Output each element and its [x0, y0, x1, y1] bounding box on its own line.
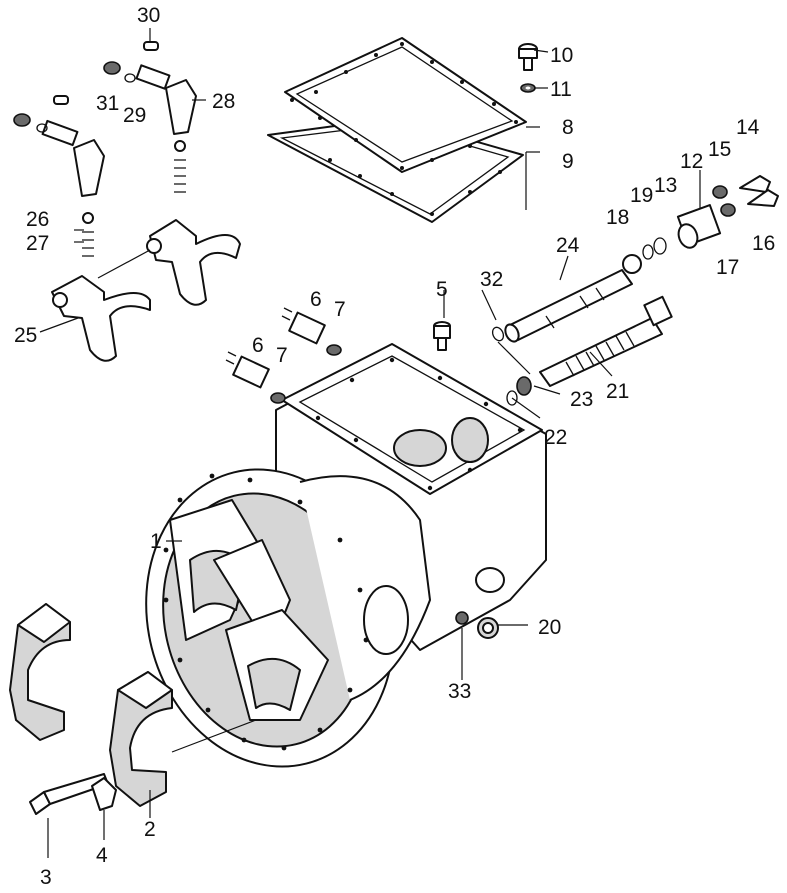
callout-16: 16 [752, 232, 775, 255]
callout-18: 18 [606, 206, 629, 229]
callout-25: 25 [14, 324, 37, 347]
plug [433, 321, 451, 351]
callout-13: 13 [654, 174, 677, 197]
callout-7b: 7 [276, 344, 288, 367]
callout-1: 1 [150, 530, 162, 553]
callout-26: 26 [26, 208, 49, 231]
callout-19: 19 [630, 184, 653, 207]
bearing-caps [9, 603, 257, 807]
transmission-housing [145, 343, 547, 768]
shaft-housing-assembly [622, 170, 779, 274]
callout-2: 2 [144, 818, 156, 841]
callout-17: 17 [716, 256, 739, 279]
callout-33: 33 [448, 680, 471, 703]
callout-15: 15 [708, 138, 731, 161]
worm-shaft [506, 295, 673, 406]
cap-bolt-and-lockplate [29, 773, 117, 815]
callout-14: 14 [736, 116, 760, 139]
shift-forks [51, 219, 241, 362]
cover-plate-gasket [267, 37, 527, 223]
callout-6a: 6 [310, 288, 322, 311]
shift-shaft [491, 269, 633, 343]
callout-31: 31 [96, 92, 119, 115]
shift-levers [13, 41, 197, 257]
cover-bolt [518, 43, 538, 93]
callout-28: 28 [212, 90, 235, 113]
callout-6b: 6 [252, 334, 264, 357]
callout-30: 30 [137, 4, 160, 27]
leader-lines [39, 28, 613, 858]
callout-5: 5 [436, 278, 448, 301]
callout-10: 10 [550, 44, 573, 67]
callout-9: 9 [562, 150, 574, 173]
callout-8: 8 [562, 116, 574, 139]
neutral-switches [225, 307, 342, 404]
callout-12: 12 [680, 150, 703, 173]
callout-11: 11 [550, 78, 572, 101]
callout-21: 21 [606, 380, 629, 403]
callout-3: 3 [40, 866, 52, 889]
callout-20: 20 [538, 616, 561, 639]
callout-4: 4 [96, 844, 108, 867]
callout-29: 29 [123, 104, 146, 127]
callout-24: 24 [556, 234, 580, 257]
callout-labels: 30 31 29 28 10 11 8 9 14 15 12 13 19 18 … [14, 4, 775, 889]
callout-32: 32 [480, 268, 503, 291]
callout-7a: 7 [334, 298, 346, 321]
callout-22: 22 [544, 426, 567, 449]
callout-27: 27 [26, 232, 49, 255]
callout-23: 23 [570, 388, 593, 411]
